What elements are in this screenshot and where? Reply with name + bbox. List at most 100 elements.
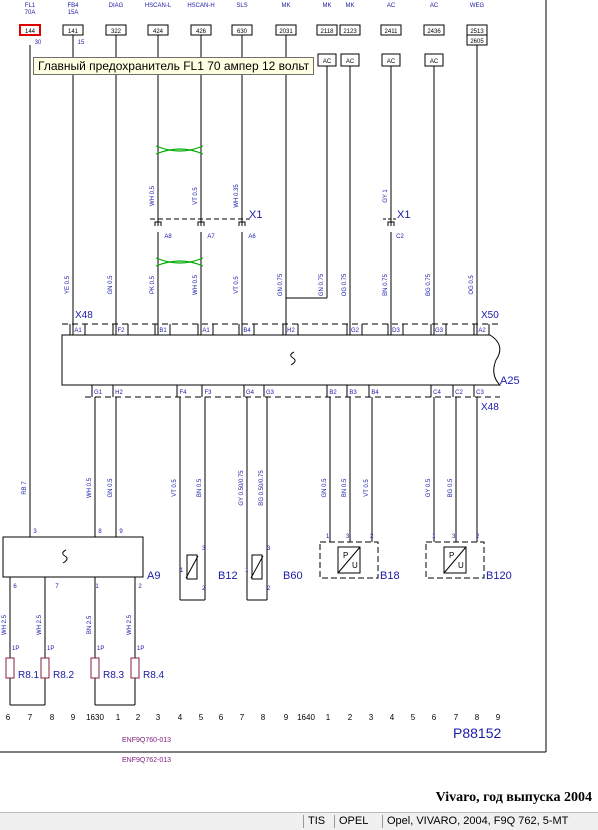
pin-label: A1 bbox=[74, 328, 82, 334]
status-brand: OPEL bbox=[334, 815, 372, 828]
module-symbol bbox=[62, 549, 68, 564]
wire-color: WH 0.5 bbox=[150, 185, 156, 206]
connector-x50-label: X50 bbox=[481, 310, 499, 321]
sensor-pin: 2 bbox=[202, 586, 206, 592]
scale-number: 4 bbox=[390, 713, 395, 722]
terminal-number: 2605 bbox=[470, 39, 484, 45]
pin-label: D3 bbox=[392, 328, 400, 334]
scale-number: 2 bbox=[136, 713, 141, 722]
wire-color: BG 0.75 bbox=[426, 273, 432, 296]
scale-number: 4 bbox=[178, 713, 183, 722]
wire-color: BN 0.75 bbox=[383, 274, 389, 296]
sensor-pin: 1 bbox=[180, 568, 184, 574]
wire-color: BN 0.5 bbox=[197, 478, 203, 497]
scale-number: 7 bbox=[454, 713, 459, 722]
terminal-name: HSCAN-L bbox=[145, 3, 172, 9]
wire-color: BN 0.5 bbox=[342, 478, 348, 497]
scale-number: 1 bbox=[116, 713, 121, 722]
sensor-pin: 3 bbox=[452, 534, 456, 540]
resistor bbox=[130, 657, 140, 679]
reference-link: ENF9Q760-013 bbox=[122, 737, 171, 744]
pin-label: 1 bbox=[95, 584, 99, 590]
module-a9 bbox=[2, 536, 144, 578]
scale-number: 6 bbox=[6, 713, 11, 722]
sensor-slash bbox=[250, 555, 264, 579]
wire-color: VT 0.5 bbox=[172, 479, 178, 497]
terminal-number: 2411 bbox=[385, 29, 399, 35]
terminal-name: HSCAN-H bbox=[187, 3, 214, 9]
resistor-label: R8.1 bbox=[18, 670, 40, 681]
ac-label: AC bbox=[430, 59, 439, 65]
pin-label: C3 bbox=[476, 390, 484, 396]
module-a25-label: A25 bbox=[500, 375, 520, 387]
connector-pin-label: C2 bbox=[396, 234, 404, 240]
wire-color: GN 0.75 bbox=[278, 273, 284, 296]
status-tis: TIS bbox=[303, 815, 329, 828]
wire-color: WH 0.35 bbox=[234, 184, 240, 208]
scale-number: 3 bbox=[156, 713, 161, 722]
connector-pin bbox=[197, 221, 205, 226]
scale-number: 1630 bbox=[86, 713, 104, 722]
connector-x1-label: X1 bbox=[397, 209, 410, 221]
pin-label: B1 bbox=[159, 328, 167, 334]
wire-color: GY 0.5 bbox=[426, 478, 432, 497]
wire-color: WH 2.5 bbox=[127, 614, 133, 635]
pin-label: B4 bbox=[243, 328, 251, 334]
ac-label: AC bbox=[387, 59, 396, 65]
terminal-number: 424 bbox=[153, 29, 164, 35]
terminal-number: 630 bbox=[237, 29, 248, 35]
wire-color: VT 0.5 bbox=[234, 276, 240, 294]
scale-number: 8 bbox=[475, 713, 480, 722]
resistor-label: R8.3 bbox=[103, 670, 125, 681]
status-bar: TIS OPEL Opel, VIVARO, 2004, F9Q 762, 5-… bbox=[0, 812, 598, 830]
terminal-pin: 30 bbox=[35, 40, 42, 46]
scale-number: 5 bbox=[199, 713, 204, 722]
terminal-name: MK bbox=[323, 3, 332, 9]
scale-number: 9 bbox=[284, 713, 289, 722]
wire-color: GY 1 bbox=[383, 189, 389, 203]
reference-link: ENF9Q762-013 bbox=[122, 757, 171, 764]
terminal-name: DIAG bbox=[109, 3, 124, 9]
sensor-symbol: U bbox=[458, 561, 464, 570]
terminal-name: WEG bbox=[470, 3, 485, 9]
wire-color: OG 0.5 bbox=[469, 275, 475, 295]
pin-label: G4 bbox=[246, 390, 255, 396]
terminal-name: FL1 bbox=[25, 3, 36, 9]
wire-color: WH 0.5 bbox=[87, 477, 93, 498]
terminal-number: 2123 bbox=[343, 29, 357, 35]
pin-label: 2 bbox=[138, 584, 142, 590]
pin-label: C4 bbox=[433, 390, 441, 396]
terminal-box bbox=[423, 24, 445, 36]
pin-label: B4 bbox=[371, 390, 379, 396]
sensor-pin: 1 bbox=[326, 534, 330, 540]
pin-label: F4 bbox=[179, 390, 187, 396]
ac-label: AC bbox=[323, 59, 332, 65]
sensor-pin: 2 bbox=[476, 534, 480, 540]
terminal-box bbox=[316, 24, 338, 36]
terminal-number: 2118 bbox=[321, 29, 335, 35]
scale-number: 7 bbox=[28, 713, 33, 722]
terminal-name: FB4 bbox=[67, 3, 79, 9]
module-symbol bbox=[290, 351, 296, 366]
scale-number: 8 bbox=[50, 713, 55, 722]
scale-number: 3 bbox=[369, 713, 374, 722]
resistor bbox=[5, 657, 15, 679]
resistor-pin: 1P bbox=[137, 646, 144, 652]
terminal-name: AC bbox=[387, 3, 396, 9]
status-vehicle: Opel, VIVARO, 2004, F9Q 762, 5-MT bbox=[382, 815, 572, 828]
connector-pin bbox=[238, 221, 246, 226]
pin-label: F2 bbox=[117, 328, 125, 334]
terminal-number: 2031 bbox=[279, 29, 293, 35]
sensor-slash bbox=[185, 555, 199, 579]
scale-number: 5 bbox=[411, 713, 416, 722]
pin-label: 8 bbox=[98, 529, 102, 535]
sensor-pin: 2 bbox=[267, 586, 271, 592]
module-a25 bbox=[61, 334, 502, 386]
twisted-pair-markers bbox=[155, 145, 204, 267]
connector-pin bbox=[154, 221, 162, 226]
sensor-pin: 1 bbox=[245, 568, 249, 574]
wire-color: VT 0.5 bbox=[193, 187, 199, 205]
sensor-pin: 3 bbox=[346, 534, 350, 540]
